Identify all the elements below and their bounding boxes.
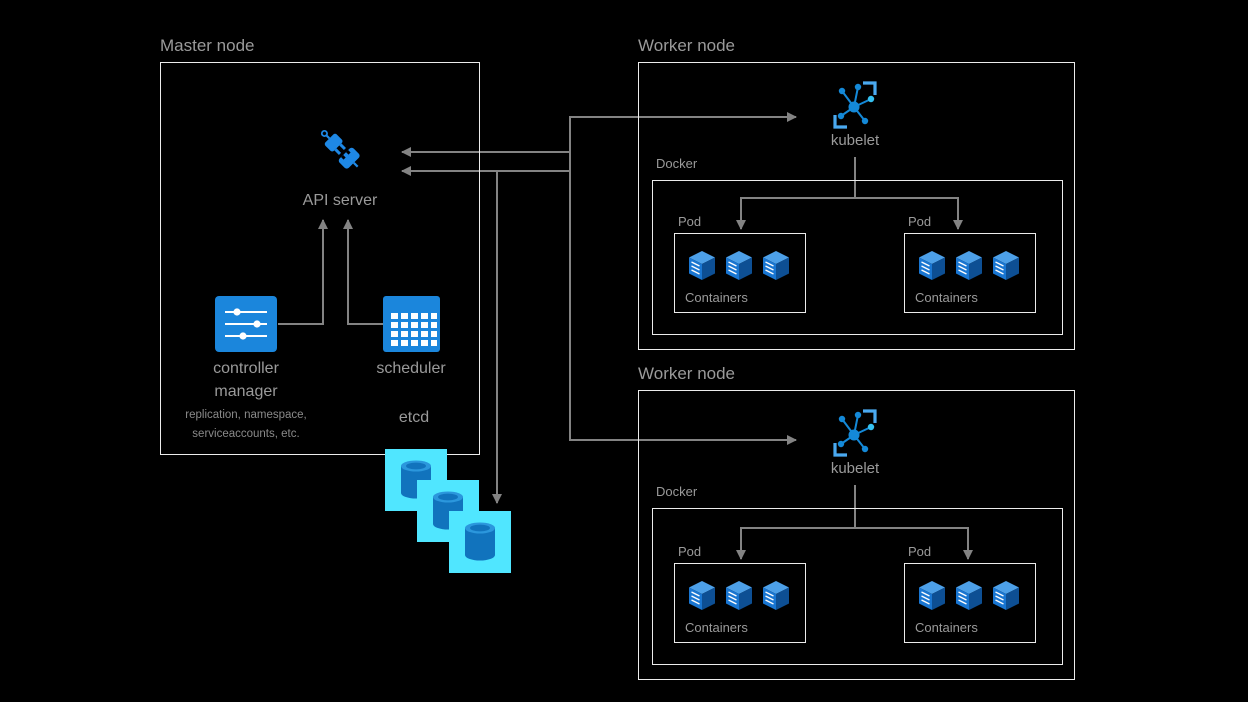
database-cylinder-icon [449,511,511,573]
master-node-box [160,62,480,455]
cube-icon [724,580,754,612]
docker-1-label: Docker [656,156,698,171]
node-graph-icon [829,406,881,460]
pod-1-2-label: Pod [908,214,932,229]
cube-icon [991,250,1021,282]
cube-icon [687,580,717,612]
pod-1-2-box [904,233,1036,313]
container-group [687,580,791,612]
etcd-label: etcd [398,409,430,426]
cube-icon [761,250,791,282]
master-node-title: Master node [160,36,255,55]
sliders-icon [215,296,277,352]
cube-icon [917,250,947,282]
worker-node-2-box [638,390,1075,680]
kubelet-2-label: kubelet [830,460,880,477]
worker-node-1-box [638,62,1075,350]
pod-2-2-label: Pod [908,544,932,559]
cube-icon [724,250,754,282]
pod-1-1-label: Pod [678,214,702,229]
docker-2-label: Docker [656,484,698,499]
cube-icon [687,250,717,282]
controller-manager-note: replication, namespace, serviceaccounts,… [185,409,307,440]
cube-icon [954,580,984,612]
container-group [917,250,1021,282]
cube-icon [761,580,791,612]
cube-icon [954,250,984,282]
docker-1-box [652,180,1063,335]
pod-2-2-box [904,563,1036,643]
containers-1-2-label: Containers [915,290,978,305]
docker-2-box [652,508,1063,665]
worker-node-1-title: Worker node [638,36,736,55]
controller-manager-label: controller manager [213,360,279,401]
containers-1-1-label: Containers [685,290,748,305]
worker-node-2-title: Worker node [638,364,736,383]
pod-2-1-label: Pod [678,544,702,559]
kubelet-1-label: kubelet [830,132,880,149]
plug-icon [313,122,367,176]
cube-icon [991,580,1021,612]
api-server-label: API server [302,192,378,209]
scheduler-label: scheduler [376,360,446,377]
node-graph-icon [829,78,881,132]
container-group [917,580,1021,612]
container-group [687,250,791,282]
pod-1-1-box [674,233,806,313]
containers-2-1-label: Containers [685,620,748,635]
calendar-grid-icon [383,296,440,352]
pod-2-1-box [674,563,806,643]
containers-2-2-label: Containers [915,620,978,635]
cube-icon [917,580,947,612]
